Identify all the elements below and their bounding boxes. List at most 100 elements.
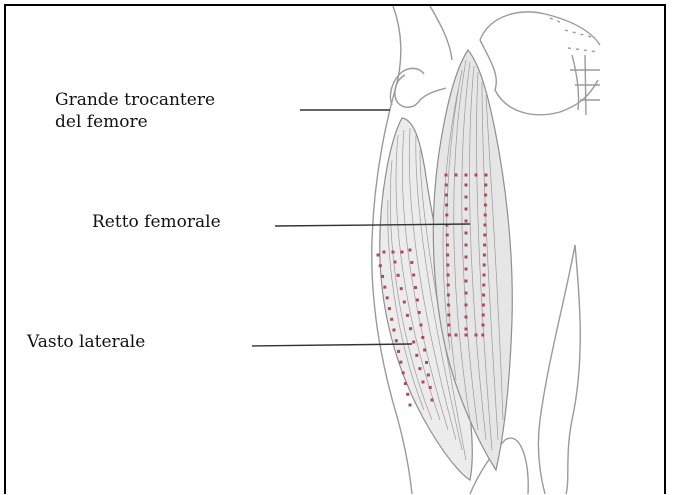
- stimulation-dot: [465, 244, 468, 247]
- label-vasto-laterale: Vasto laterale: [27, 331, 145, 353]
- pubic-symphysis: [585, 55, 586, 115]
- stimulation-dot: [406, 393, 409, 396]
- stimulation-dot: [386, 296, 389, 299]
- stimulation-dot: [455, 334, 458, 337]
- stimulation-dot: [445, 194, 448, 197]
- stimulation-dot: [379, 264, 382, 267]
- stimulation-dot: [485, 174, 488, 177]
- stimulation-dot: [484, 184, 487, 187]
- stimulation-dot: [446, 234, 449, 237]
- stimulation-dot: [482, 284, 485, 287]
- stimulation-dot: [465, 208, 468, 211]
- stimulation-dot: [475, 334, 478, 337]
- stimulation-dot: [465, 334, 468, 337]
- thigh-inner-contour: [430, 6, 452, 60]
- label-grande-trocantere-line2: del femore: [55, 111, 215, 127]
- stimulation-dot: [447, 274, 450, 277]
- stimulation-dot: [399, 361, 402, 364]
- stimulation-dot: [404, 382, 407, 385]
- stimulation-dot: [418, 311, 421, 314]
- femoral-head: [395, 75, 446, 107]
- stimulation-dot: [483, 254, 486, 257]
- stimulation-dot: [401, 251, 404, 254]
- stimulation-dot: [465, 196, 468, 199]
- leader-line-vasto-laterale: [252, 344, 412, 346]
- stimulation-dot: [409, 249, 412, 252]
- stimulation-dot: [448, 334, 451, 337]
- label-grande-trocantere-line1: Grande trocantere: [55, 90, 215, 110]
- stimulation-dot: [395, 339, 398, 342]
- stimulation-dot: [465, 256, 468, 259]
- stimulation-dot: [390, 318, 393, 321]
- stimulation-dot: [402, 371, 405, 374]
- stimulation-dot: [397, 350, 400, 353]
- stimulation-dot: [422, 381, 425, 384]
- stimulation-dot: [447, 284, 450, 287]
- stimulation-dot: [394, 261, 397, 264]
- iliac-wing: [480, 40, 598, 115]
- stimulation-dot: [484, 224, 487, 227]
- stimulation-dot: [415, 354, 418, 357]
- stimulation-dot: [482, 324, 485, 327]
- stimulation-dot: [416, 299, 419, 302]
- stimulation-dot: [482, 304, 485, 307]
- stimulation-dot: [447, 314, 450, 317]
- stimulation-dot: [455, 174, 458, 177]
- stimulation-dot: [381, 275, 384, 278]
- stimulation-dot: [406, 314, 409, 317]
- stimulation-dot: [446, 254, 449, 257]
- stimulation-dot: [445, 204, 448, 207]
- stimulation-dot: [400, 287, 403, 290]
- stimulation-dot: [425, 361, 428, 364]
- stimulation-dot: [484, 204, 487, 207]
- stimulation-dot: [445, 214, 448, 217]
- stimulation-dot: [465, 232, 468, 235]
- stimulation-dot: [409, 327, 412, 330]
- stimulation-dot: [483, 274, 486, 277]
- sacrum: [572, 55, 579, 110]
- stimulation-dot: [388, 307, 391, 310]
- stimulation-dot: [445, 174, 448, 177]
- stimulation-dot: [377, 254, 380, 257]
- stimulation-dot: [447, 304, 450, 307]
- stimulation-dot: [409, 404, 412, 407]
- stimulation-dot: [483, 234, 486, 237]
- stimulation-dot: [465, 268, 468, 271]
- stimulation-dot: [397, 274, 400, 277]
- stimulation-dot: [483, 264, 486, 267]
- pelvis: [390, 12, 600, 115]
- stimulation-dot: [465, 184, 468, 187]
- stimulation-dot: [418, 367, 421, 370]
- stimulation-dot: [445, 184, 448, 187]
- stimulation-dot: [429, 386, 432, 389]
- stimulation-dot: [465, 292, 468, 295]
- stimulation-dot: [475, 174, 478, 177]
- stimulation-dot: [431, 399, 434, 402]
- stimulation-dot: [420, 324, 423, 327]
- stimulation-dot: [482, 294, 485, 297]
- stimulation-dot: [421, 336, 424, 339]
- stimulation-dot: [465, 316, 468, 319]
- stimulation-dot: [423, 349, 426, 352]
- stimulation-dot: [414, 286, 417, 289]
- stimulation-dot: [392, 251, 395, 254]
- stimulation-dot: [383, 286, 386, 289]
- stimulation-dot: [484, 194, 487, 197]
- stimulation-dot: [482, 314, 485, 317]
- stimulation-dot: [412, 341, 415, 344]
- stimulation-dot: [465, 220, 468, 223]
- iliac-crest: [480, 12, 600, 45]
- stimulation-dot: [448, 324, 451, 327]
- stimulation-dot: [481, 334, 484, 337]
- stimulation-dot: [412, 274, 415, 277]
- stimulation-dot: [446, 244, 449, 247]
- label-retto-femorale: Retto femorale: [92, 211, 221, 233]
- stimulation-dot: [403, 301, 406, 304]
- label-grande-trocantere: Grande trocantere del femore: [55, 89, 215, 127]
- stimulation-dot: [465, 328, 468, 331]
- stimulation-dot: [447, 294, 450, 297]
- stimulation-dot: [465, 280, 468, 283]
- stimulation-dot: [427, 374, 430, 377]
